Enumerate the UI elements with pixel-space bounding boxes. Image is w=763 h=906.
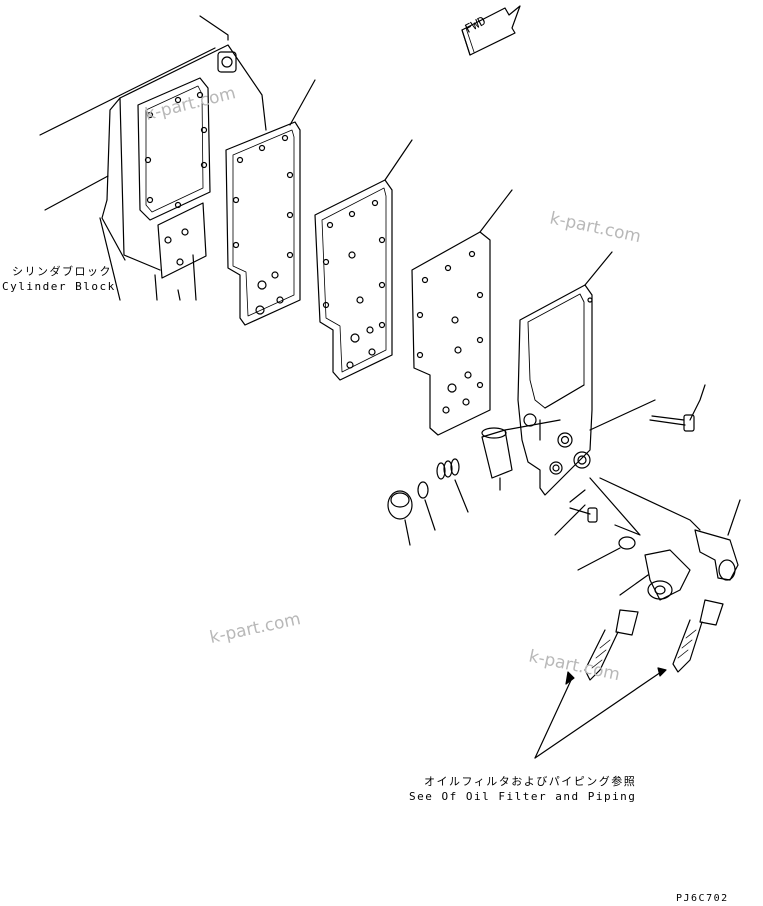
oil-filter-note-en: See Of Oil Filter and Piping xyxy=(409,790,637,803)
o-ring xyxy=(417,481,436,531)
pipe-fitting-right xyxy=(672,599,724,673)
plate-3 xyxy=(411,189,513,436)
cylinder-block xyxy=(39,15,267,301)
pipe-fitting-left xyxy=(584,609,639,681)
oil-filter-note-jp: オイルフィルタおよびパイピング参照 xyxy=(424,775,637,788)
oil-cooler-cover xyxy=(517,251,613,496)
reference-arrows xyxy=(534,667,667,759)
springs xyxy=(436,458,469,513)
elbow-fitting xyxy=(619,549,691,601)
cylinder-block-label-jp: シリンダブロック xyxy=(12,265,112,278)
fwd-arrow xyxy=(461,5,521,56)
washer xyxy=(577,477,641,571)
plug xyxy=(387,490,413,546)
gasket-2 xyxy=(314,139,413,381)
bolt-upper xyxy=(589,384,706,432)
small-bolt xyxy=(554,489,598,536)
gasket-1 xyxy=(225,79,316,326)
cylinder-block-label-en: Cylinder Block xyxy=(2,280,116,293)
connector-right xyxy=(599,477,741,581)
valve-sleeve xyxy=(481,419,561,491)
drawing-code: PJ6C702 xyxy=(676,893,729,904)
